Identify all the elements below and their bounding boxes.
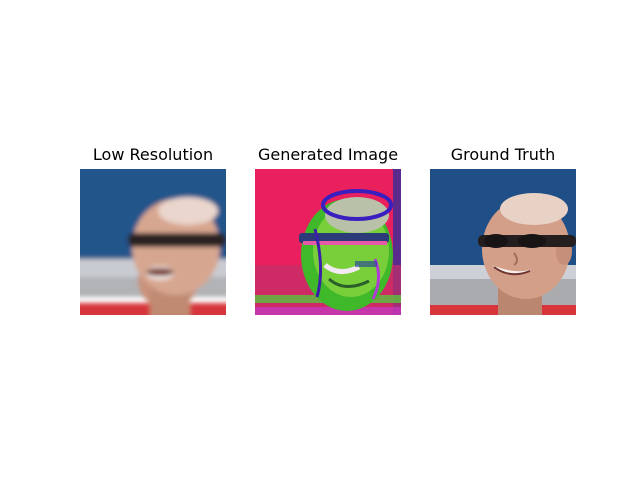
panel-ground-truth: Ground Truth (430, 143, 576, 315)
panel-low-resolution: Low Resolution (80, 143, 226, 315)
panel-title-low-resolution: Low Resolution (92, 145, 214, 164)
panel-title-ground-truth: Ground Truth (450, 145, 556, 164)
panel-title-generated-image: Generated Image (257, 145, 399, 164)
panel-generated-image: Generated Image (255, 143, 401, 315)
generated-image (255, 169, 401, 315)
low-resolution-image (80, 169, 226, 315)
ground-truth-image (430, 169, 576, 315)
